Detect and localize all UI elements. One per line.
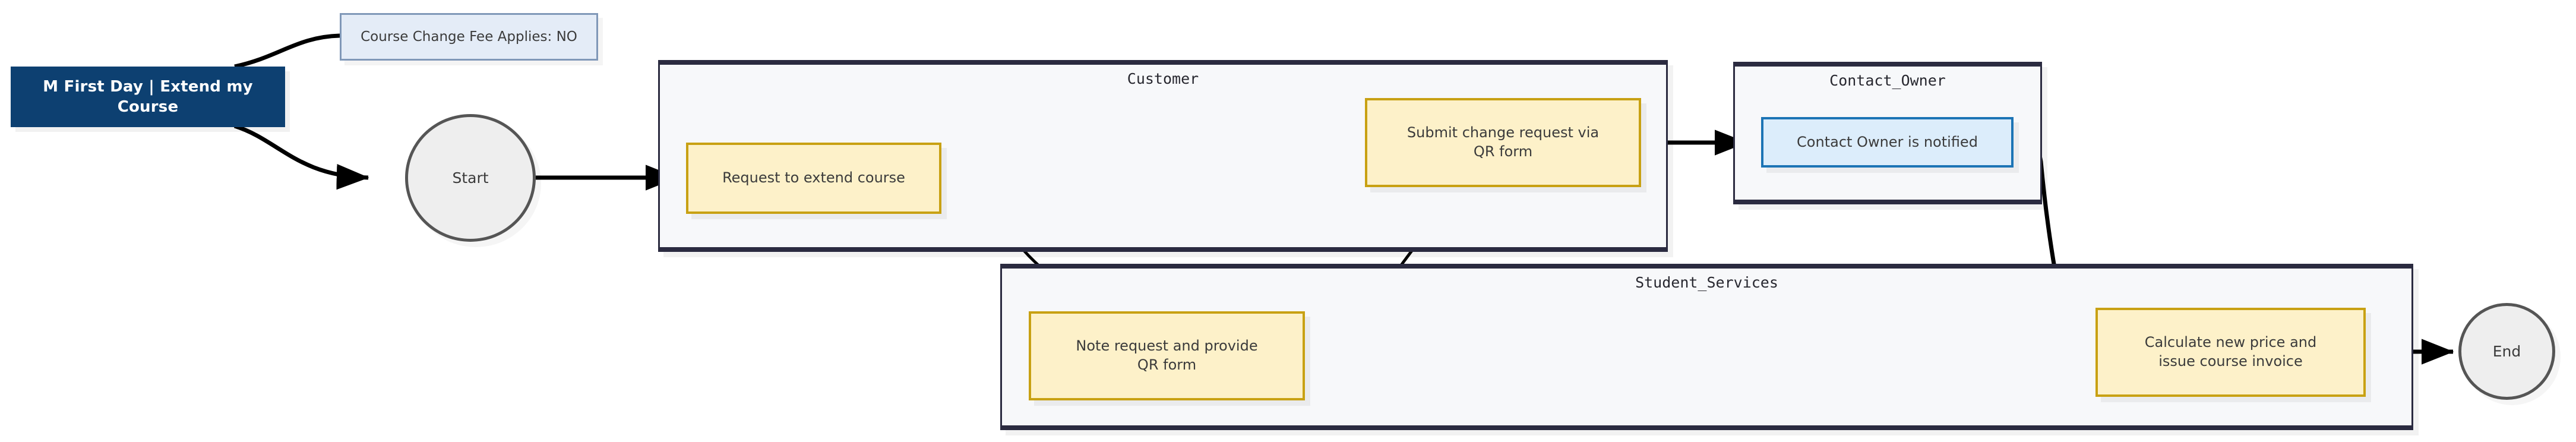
flow-title-to-start <box>233 124 369 190</box>
flow-title-to-note <box>234 33 340 69</box>
task-submit-change-request-line1: Submit change request via <box>1406 124 1600 141</box>
start-event[interactable]: Start <box>405 114 536 242</box>
diagram-title-banner: M First Day | Extend my Course <box>11 67 285 127</box>
task-calculate-price-issue-invoice[interactable]: Calculate new price and issue course inv… <box>2095 308 2366 397</box>
task-calculate-price-line1: Calculate new price and <box>2144 334 2317 351</box>
pool-label-customer: Customer <box>1127 70 1199 87</box>
end-event-label: End <box>2492 343 2521 360</box>
task-contact-owner-notified-label: Contact Owner is notified <box>1797 133 1978 150</box>
start-event-label: Start <box>452 169 489 187</box>
annotation-note-course-change-fee: Course Change Fee Applies: NO <box>340 13 598 61</box>
task-contact-owner-notified[interactable]: Contact Owner is notified <box>1761 117 2014 168</box>
diagram-title-text: M First Day | Extend my Course <box>43 77 253 116</box>
task-submit-change-request-line2: QR form <box>1473 143 1533 160</box>
task-request-extend-course-label: Request to extend course <box>722 169 905 187</box>
pool-label-student-services: Student_Services <box>1635 274 1778 291</box>
task-note-request-provide-qr[interactable]: Note request and provide QR form <box>1029 311 1305 400</box>
task-calculate-price-line2: issue course invoice <box>2158 353 2303 370</box>
task-submit-change-request[interactable]: Submit change request via QR form <box>1365 98 1641 187</box>
task-note-request-provide-qr-line1: Note request and provide <box>1076 337 1258 355</box>
task-note-request-provide-qr-line2: QR form <box>1137 356 1197 373</box>
annotation-note-text: Course Change Fee Applies: NO <box>361 29 577 45</box>
task-request-extend-course[interactable]: Request to extend course <box>686 143 941 214</box>
pool-label-contact-owner: Contact_Owner <box>1829 72 1946 89</box>
end-event[interactable]: End <box>2458 303 2555 400</box>
